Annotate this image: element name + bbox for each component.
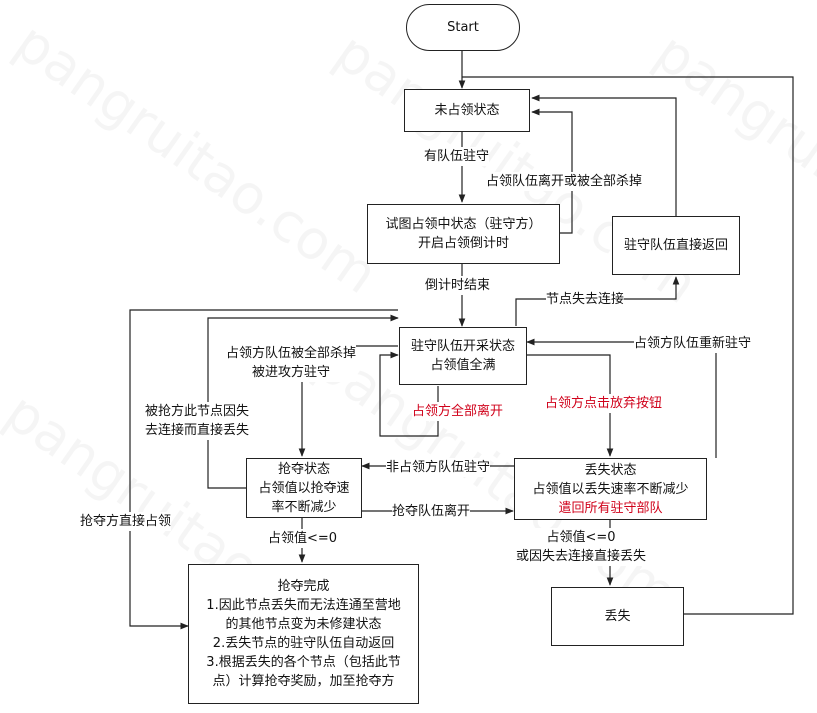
attempt-line-2: 开启占领倒计时 (417, 236, 509, 251)
label-lost-zero-line-1: 占领值<=0 (546, 530, 616, 545)
plunder-line-3: 率不断减少 (271, 499, 337, 515)
edge-collecting-losing (527, 354, 614, 457)
label-killed-line-1: 占领方队伍被全部杀掉 (226, 346, 357, 361)
plunder-done-line-1: 1.因此节点丢失而无法连通至营地 (206, 598, 401, 613)
label-reoccupy: 占领方队伍重新驻守 (634, 334, 752, 353)
edge-return-unoccupied (531, 94, 677, 216)
losing-line-red: 遣回所有驻守部队 (558, 500, 663, 516)
label-node-disconnect: 节点失去连接 (546, 290, 625, 309)
plunder-state: 抢夺状态 占领值以抢夺速 率不断减少 (246, 458, 362, 518)
collecting-line-1: 驻守队伍开采状态 (410, 339, 515, 354)
plunder-done-title: 抢夺完成 (277, 579, 330, 594)
label-plunder-zero: 占领值<=0 (268, 529, 338, 548)
garrison-return-node: 驻守队伍直接返回 (612, 216, 740, 275)
label-has-garrison: 有队伍驻守 (424, 147, 490, 166)
garrison-return-label: 驻守队伍直接返回 (623, 238, 728, 253)
plunder-line-2: 占领值以抢夺速 (258, 480, 350, 496)
label-all-left: 占领方全部离开 (412, 402, 504, 421)
label-plunderer-left: 抢夺队伍离开 (392, 502, 471, 521)
plunder-done-line-2: 的其他节点变为未修建状态 (225, 617, 382, 632)
plunder-done-line-4: 3.根据丢失的各个节点（包括此节 (206, 655, 401, 670)
edge-lost-unoccupied (462, 76, 794, 615)
label-lost-zero-line-2: 或因失去连接直接丢失 (516, 549, 647, 564)
attempt-state: 试图占领中状态（驻守方） 开启占领倒计时 (367, 204, 560, 264)
lost-label: 丢失 (604, 609, 631, 624)
lost-node: 丢失 (551, 587, 684, 646)
label-non-occupier-garrison: 非占领方队伍驻守 (386, 458, 491, 477)
start-label: Start (447, 20, 479, 35)
label-killed-line-2: 被进攻方驻守 (252, 365, 331, 380)
label-direct-occupy: 抢夺方直接占领 (80, 512, 172, 531)
unoccupied-state: 未占领状态 (404, 89, 530, 132)
plunder-done-line-5: 点）计算抢夺奖励，加至抢夺方 (212, 674, 395, 689)
edge-direct-occupy (129, 309, 398, 630)
label-countdown-end: 倒计时结束 (425, 276, 491, 295)
losing-state: 丢失状态 占领值以丢失速率不断减少 遣回所有驻守部队 (514, 458, 707, 520)
unoccupied-label: 未占领状态 (434, 103, 500, 118)
attempt-line-1: 试图占领中状态（驻守方） (385, 217, 542, 232)
label-give-up: 占领方点击放弃按钮 (545, 394, 663, 413)
losing-line-2: 占领值以丢失速率不断减少 (532, 481, 689, 497)
label-lost-zero: 占领值<=0 或因失去连接直接丢失 (516, 528, 647, 566)
start-node: Start (406, 4, 520, 51)
plunder-done-line-3: 2.丢失节点的驻守队伍自动返回 (212, 636, 395, 651)
label-plunderer-line-1: 被抢方此节点因失 (145, 404, 250, 419)
plunder-done-node: 抢夺完成 1.因此节点丢失而无法连通至营地 的其他节点变为未修建状态 2.丢失节… (188, 564, 419, 704)
label-plunderer-disconnect: 被抢方此节点因失 去连接而直接丢失 (145, 402, 250, 440)
collecting-state: 驻守队伍开采状态 占领值全满 (399, 327, 527, 385)
label-leave-or-killed: 占领队伍离开或被全部杀掉 (486, 172, 643, 191)
collecting-line-2: 占领值全满 (430, 358, 496, 373)
plunder-line-1: 抢夺状态 (277, 461, 330, 477)
label-plunderer-line-2: 去连接而直接丢失 (145, 423, 250, 438)
label-killed-by-attacker: 占领方队伍被全部杀掉 被进攻方驻守 (226, 344, 357, 382)
losing-line-1: 丢失状态 (584, 462, 637, 478)
